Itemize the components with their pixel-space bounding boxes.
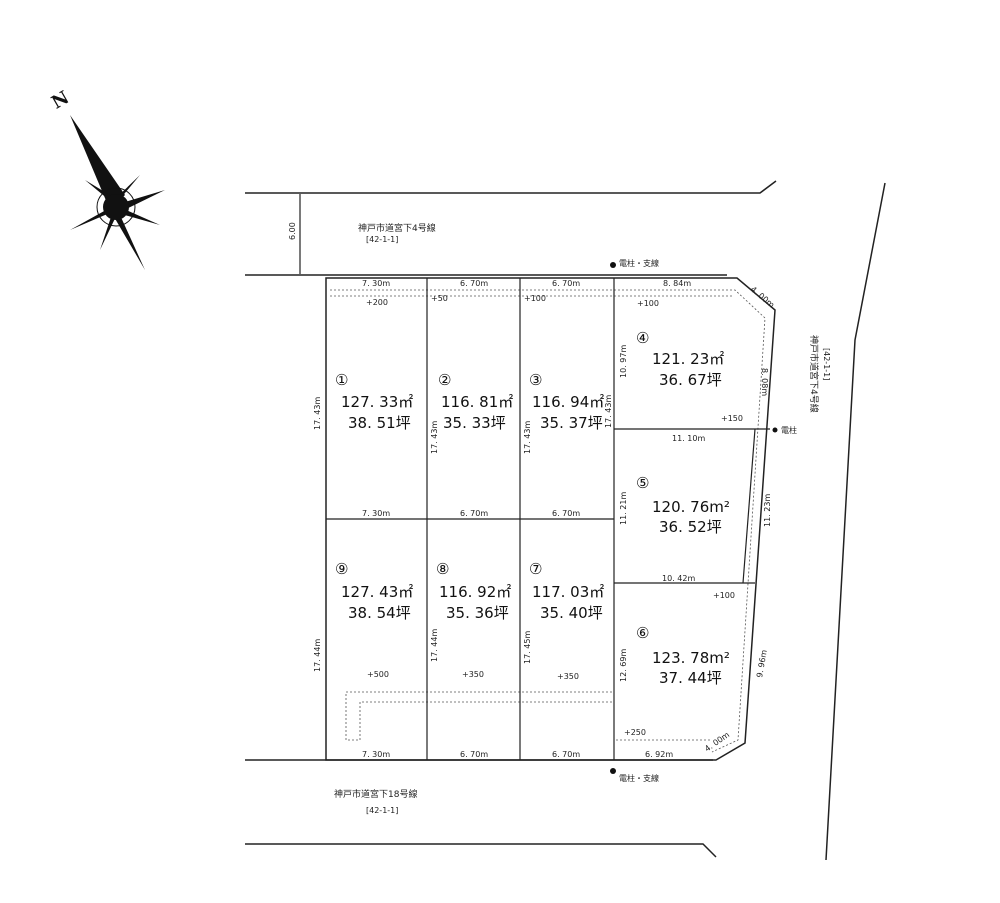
pole-bottom-label: 電柱・支線 bbox=[619, 773, 659, 783]
pole-top-icon bbox=[610, 262, 616, 268]
level-4: +100 bbox=[637, 299, 659, 308]
lot-area: 116. 81㎡ bbox=[441, 393, 513, 411]
dim-v-4: 17. 43m bbox=[604, 395, 613, 428]
pole-right-icon bbox=[772, 427, 778, 433]
level-7: +350 bbox=[557, 672, 579, 681]
dim-top-corner: 4. 00m bbox=[749, 285, 777, 310]
south-road-code: [42-1-1] bbox=[366, 806, 398, 815]
dim-lot6-right: 9. 96m bbox=[755, 649, 769, 678]
pole-top-label: 電柱・支線 bbox=[619, 258, 659, 268]
level-6b: +250 bbox=[624, 728, 646, 737]
dim-bot-2: 6. 70m bbox=[460, 750, 488, 759]
lot-7: ⑦ 117. 03㎡ 35. 40坪 bbox=[529, 560, 604, 622]
lot-area: 117. 03㎡ bbox=[532, 583, 604, 601]
lot-tsubo: 35. 33坪 bbox=[443, 414, 506, 432]
dim-v-8: 17. 44m bbox=[430, 629, 439, 662]
dim-lot6-left: 12. 69m bbox=[619, 649, 628, 682]
lot-number: ⑨ bbox=[335, 560, 348, 578]
lot-number: ③ bbox=[529, 371, 542, 389]
lot5-right-line bbox=[742, 428, 756, 584]
lot-area: 116. 92㎡ bbox=[439, 583, 511, 601]
lot-4: ④ 121. 23㎡ 36. 67坪 bbox=[636, 329, 724, 389]
north-road-name: 神戸市道宮下4号線 bbox=[358, 222, 436, 234]
pole-bottom-icon bbox=[610, 768, 616, 774]
lot-area: 127. 43㎡ bbox=[341, 583, 413, 601]
lot-number: ① bbox=[335, 371, 348, 389]
south-road-name: 神戸市道宮下18号線 bbox=[334, 788, 417, 800]
dim-v-2: 17. 43m bbox=[430, 421, 439, 454]
dim-top-1: 7. 30m bbox=[362, 279, 390, 288]
dim-lot4-left: 10. 97m bbox=[619, 345, 628, 378]
east-road-name: 神戸市道宮下4号線 bbox=[808, 335, 820, 413]
north-road-code: [42-1-1] bbox=[366, 235, 398, 244]
east-road-outer-edge bbox=[825, 182, 886, 861]
lot-tsubo: 37. 44坪 bbox=[659, 669, 722, 687]
level-3: +100 bbox=[524, 294, 546, 303]
lot-8: ⑧ 116. 92㎡ 35. 36坪 bbox=[436, 560, 511, 622]
lot-tsubo: 36. 52坪 bbox=[659, 518, 722, 536]
lot-area: 121. 23㎡ bbox=[652, 350, 724, 368]
dim-lot5-right: 11. 23m bbox=[763, 494, 772, 527]
dim-mid-1: 7. 30m bbox=[362, 509, 390, 518]
lot-tsubo: 35. 36坪 bbox=[446, 604, 509, 622]
dim-lot5-left: 11. 21m bbox=[619, 492, 628, 525]
lot-3: ③ 116. 94㎡ 35. 37坪 bbox=[529, 371, 604, 432]
lot-tsubo: 38. 51坪 bbox=[348, 414, 411, 432]
dim-top-4: 8. 84m bbox=[663, 279, 691, 288]
compass-icon bbox=[70, 115, 165, 270]
dim-left-9: 17. 44m bbox=[313, 639, 322, 672]
dim-bot-corner: 4. 00m bbox=[703, 730, 731, 754]
level-6: +100 bbox=[713, 591, 735, 600]
lot-tsubo: 38. 54坪 bbox=[348, 604, 411, 622]
lot-9: ⑨ 127. 43㎡ 38. 54坪 bbox=[335, 560, 413, 622]
dim-v-3: 17. 43m bbox=[523, 421, 532, 454]
lot-tsubo: 36. 67坪 bbox=[659, 371, 722, 389]
north-label: N bbox=[48, 87, 73, 113]
dim-bot-6: 6. 92m bbox=[645, 750, 673, 759]
pole-right-label: 電柱 bbox=[781, 425, 797, 435]
dim-lot4-right: 8. 08m bbox=[760, 368, 769, 396]
lot-area: 116. 94㎡ bbox=[532, 393, 604, 411]
lot-area: 123. 78m² bbox=[652, 649, 730, 667]
dim-left-1: 17. 43m bbox=[313, 397, 322, 430]
level-1: +200 bbox=[366, 298, 388, 307]
lot-number: ② bbox=[438, 371, 451, 389]
level-2: +50 bbox=[431, 294, 448, 303]
level-8: +350 bbox=[462, 670, 484, 679]
north-road-edge bbox=[245, 180, 777, 194]
dim-lot5-bottom: 10. 42m bbox=[662, 574, 695, 583]
dim-mid-3: 6. 70m bbox=[552, 509, 580, 518]
lot-5: ⑤ 120. 76m² 36. 52坪 bbox=[636, 474, 730, 536]
dim-top-3: 6. 70m bbox=[552, 279, 580, 288]
lot-1: ① 127. 33㎡ 38. 51坪 bbox=[335, 371, 413, 432]
dim-bot-1: 7. 30m bbox=[362, 750, 390, 759]
lot-area: 127. 33㎡ bbox=[341, 393, 413, 411]
site-boundary bbox=[325, 277, 776, 761]
lot-number: ⑦ bbox=[529, 560, 542, 578]
retaining-wall bbox=[345, 691, 615, 741]
east-road-code: [42-1-1] bbox=[822, 348, 831, 380]
lot-number: ④ bbox=[636, 329, 649, 347]
dim-lot4-bottom: 11. 10m bbox=[672, 434, 705, 443]
level-9: +500 bbox=[367, 670, 389, 679]
lot-number: ⑧ bbox=[436, 560, 449, 578]
dim-bot-3: 6. 70m bbox=[552, 750, 580, 759]
dim-top-2: 6. 70m bbox=[460, 279, 488, 288]
dim-mid-2: 6. 70m bbox=[460, 509, 488, 518]
lot-area: 120. 76m² bbox=[652, 498, 730, 516]
level-4b: +150 bbox=[721, 414, 743, 423]
lot-number: ⑥ bbox=[636, 624, 649, 642]
lot-number: ⑤ bbox=[636, 474, 649, 492]
lot-tsubo: 35. 37坪 bbox=[540, 414, 603, 432]
dim-v-7: 17. 45m bbox=[523, 631, 532, 664]
south-road-edge bbox=[245, 843, 717, 858]
lot-2: ② 116. 81㎡ 35. 33坪 bbox=[438, 371, 513, 432]
inner-setback-line bbox=[330, 289, 766, 753]
north-road-width: 6.00 bbox=[288, 222, 297, 240]
lot-tsubo: 35. 40坪 bbox=[540, 604, 603, 622]
lot-6: ⑥ 123. 78m² 37. 44坪 bbox=[636, 624, 730, 687]
